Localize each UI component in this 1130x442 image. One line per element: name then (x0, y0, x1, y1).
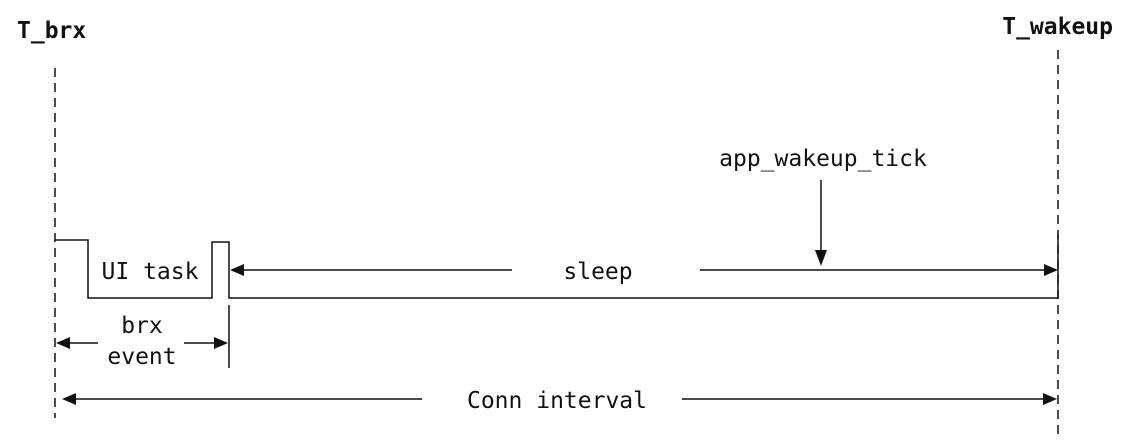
sleep-label: sleep (563, 259, 632, 285)
t-wakeup-label: T_wakeup (1002, 14, 1113, 40)
app-wakeup-tick-arrow-head (815, 250, 827, 266)
t-brx-label: T_brx (17, 18, 86, 44)
brx-event-arrow-left-head (56, 337, 70, 349)
brx-event-label-line1: brx (121, 313, 163, 339)
conn-interval-arrow-right-head (1043, 393, 1057, 405)
app-wakeup-tick-label: app_wakeup_tick (719, 146, 927, 172)
brx-event-label-line2: event (107, 344, 176, 370)
sleep-arrow-left-head (230, 264, 244, 276)
signal-waveform (55, 239, 1058, 299)
ui-task-label: UI task (102, 259, 199, 285)
brx-event-arrow-right-head (214, 337, 228, 349)
conn-interval-label: Conn interval (467, 388, 647, 414)
conn-interval-arrow-left-head (62, 393, 76, 405)
sleep-arrow-right-head (1044, 264, 1058, 276)
